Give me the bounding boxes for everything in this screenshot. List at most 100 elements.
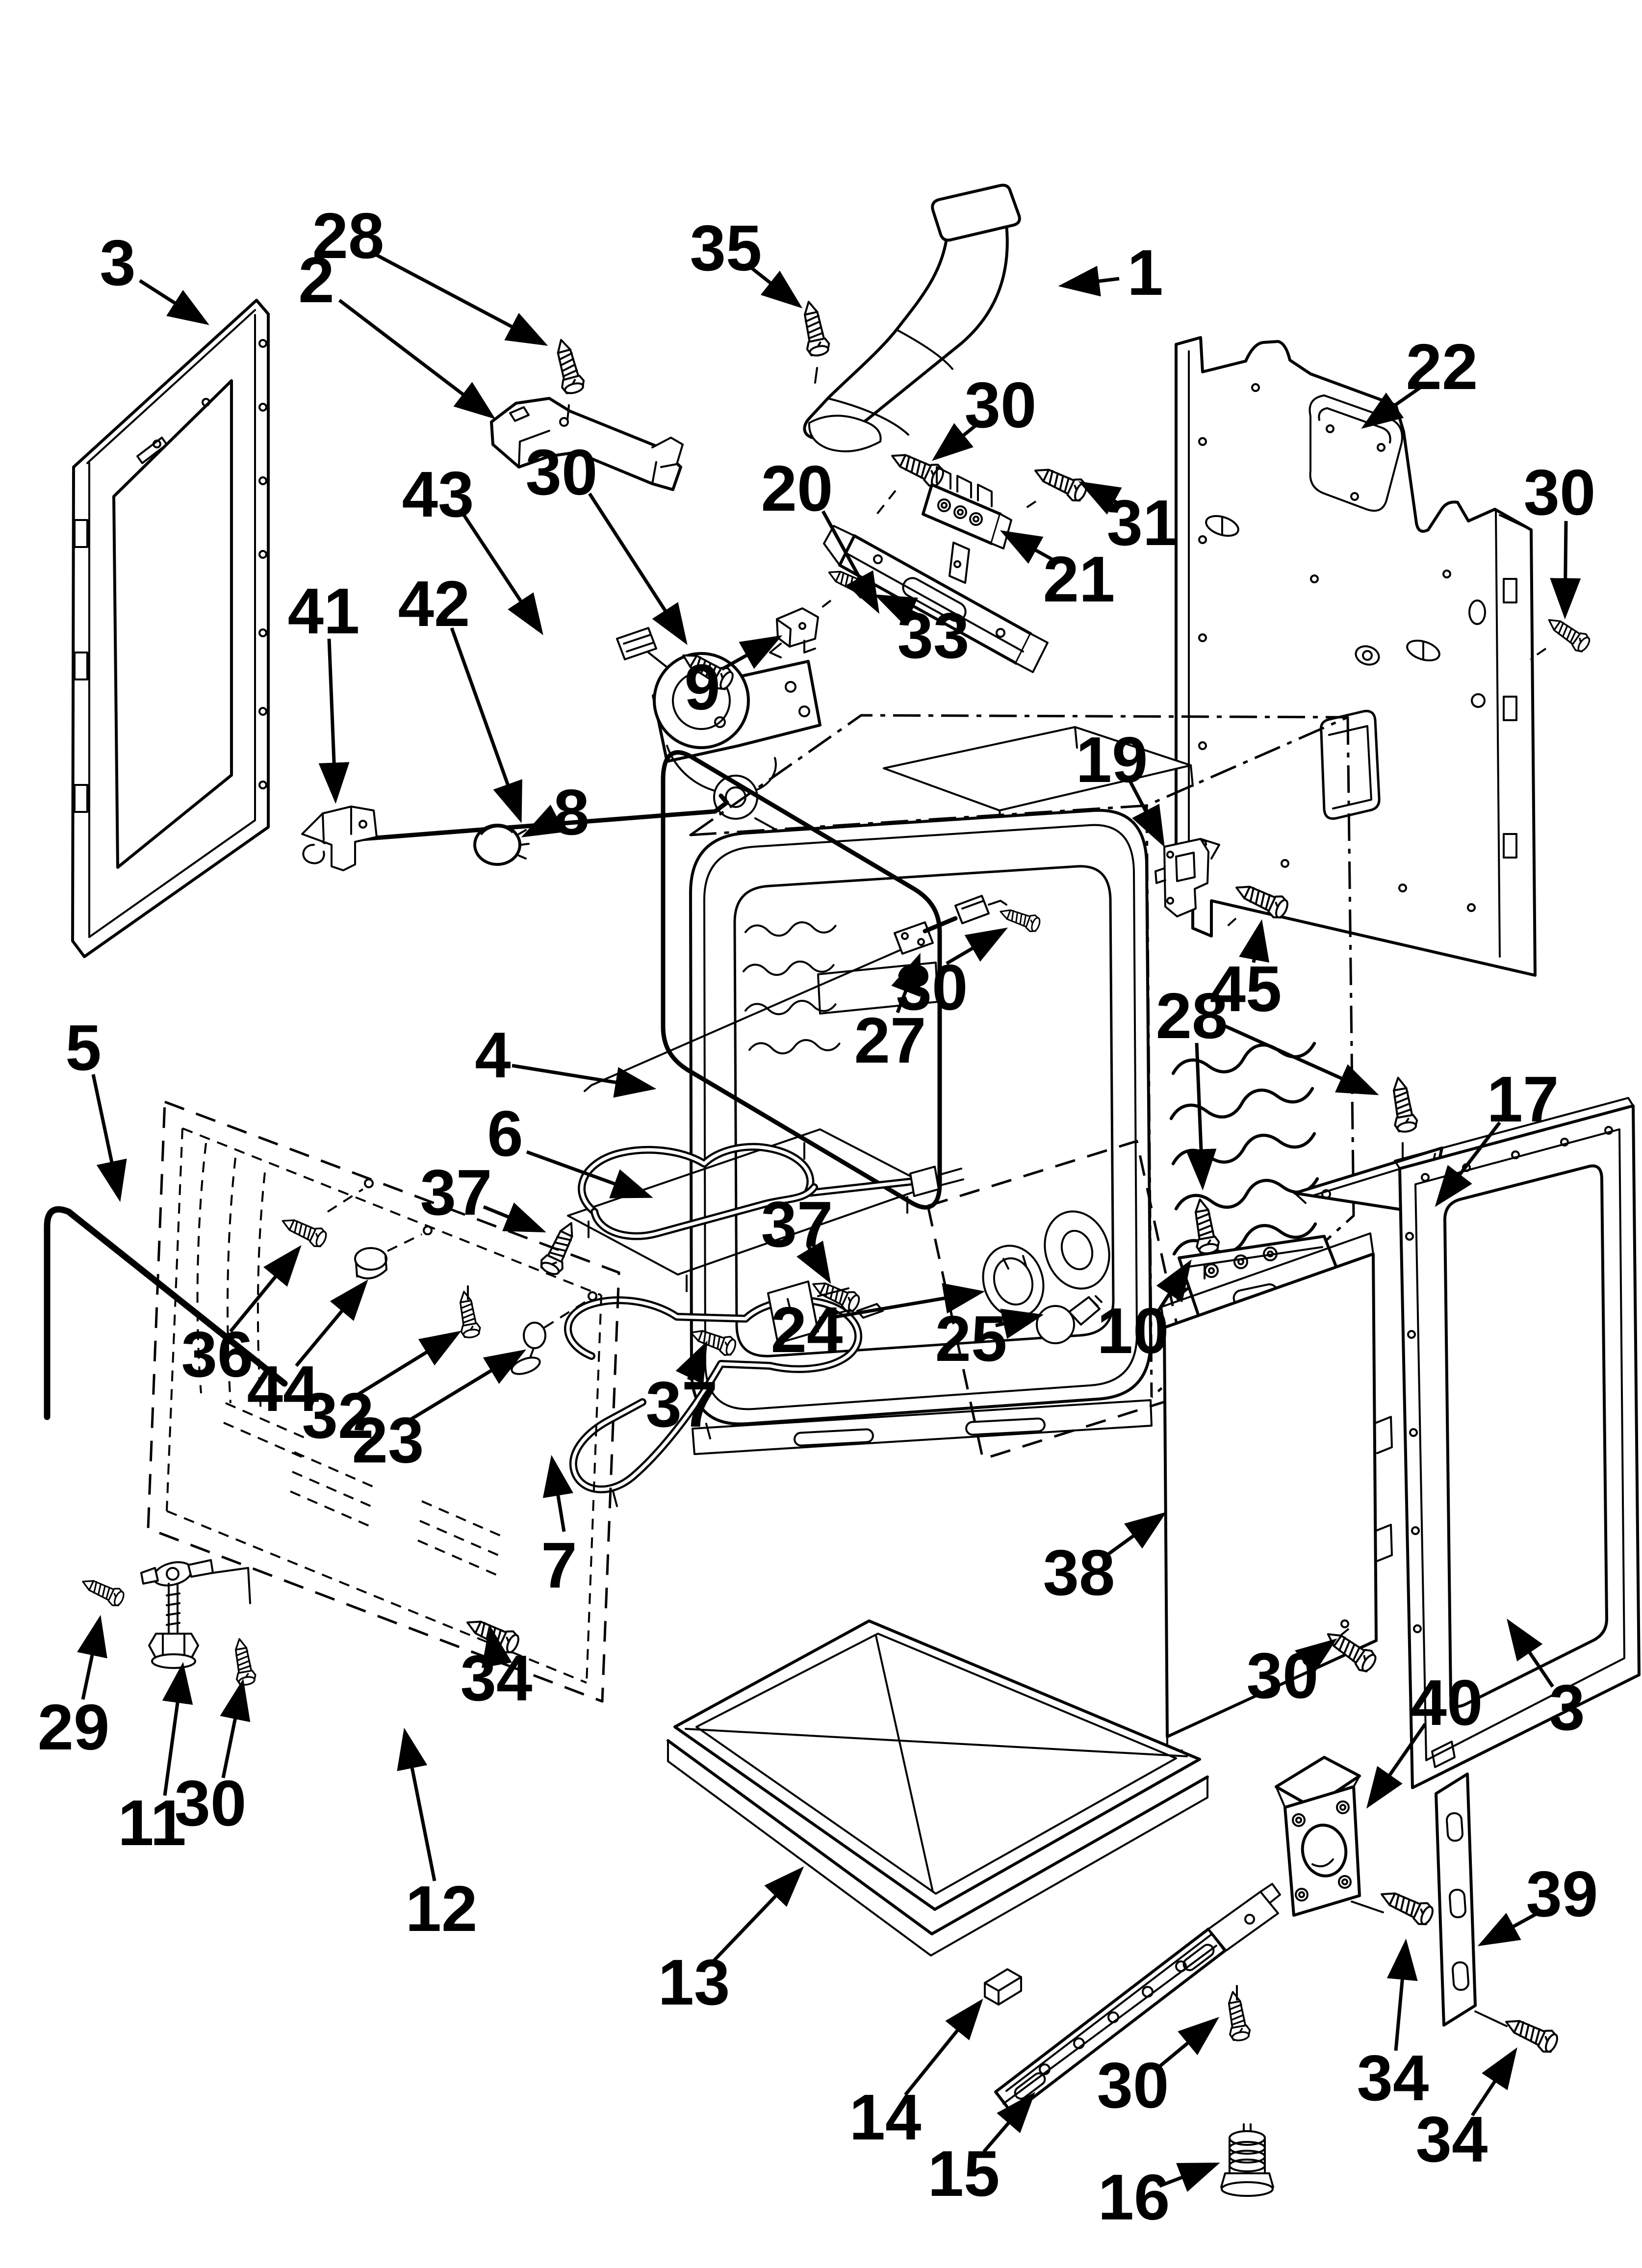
callout-label-3: 3 (1549, 1671, 1585, 1744)
callout-label-8: 8 (553, 776, 589, 848)
top-bracket (490, 397, 684, 491)
leader-arrow-21 (1000, 530, 1058, 564)
callout-label-27: 27 (854, 1004, 926, 1076)
leader-arrow-30 (1295, 1638, 1337, 1675)
leader-arrow-30 (946, 927, 1008, 965)
leader-arrow-45 (1239, 919, 1270, 963)
leader-arrow-42 (450, 627, 522, 823)
callout-label-31: 31 (1107, 487, 1179, 559)
leader-arrow-2 (338, 299, 496, 419)
leader-arrow-16 (1158, 2163, 1220, 2192)
drawer-clip (984, 1968, 1022, 2006)
leader-arrow-19 (1128, 780, 1165, 848)
leader-arrow-33 (874, 594, 922, 626)
leader-arrow-7 (542, 1455, 574, 1532)
leader-arrow-31 (1078, 481, 1123, 515)
callout-label-37: 37 (646, 1368, 718, 1440)
leader-arrow-28 (1185, 1043, 1217, 1191)
callout-label-21: 21 (1043, 543, 1115, 615)
callout-label-3: 3 (100, 227, 135, 299)
leader-arrow-13 (713, 1866, 804, 1962)
hole-plug (473, 824, 530, 866)
leader-arrow-1 (1058, 265, 1120, 297)
leveling-leg (140, 1559, 251, 1669)
leader-arrow-22 (1361, 386, 1422, 429)
leader-arrow-10 (1155, 1259, 1192, 1315)
callout-label-28: 28 (1156, 980, 1228, 1052)
callout-label-14: 14 (849, 2081, 922, 2153)
callout-label-45: 45 (1210, 953, 1282, 1025)
bake-element (567, 1128, 964, 1292)
side-panel-right (1394, 1097, 1641, 1789)
rear-panel (1175, 336, 1547, 977)
leader-arrow-12 (397, 1727, 436, 1881)
leader-arrow-28 (1220, 1022, 1379, 1095)
callout-label-2: 2 (298, 244, 334, 316)
leader-arrow-34 (1386, 1938, 1418, 2051)
leader-arrow-30 (220, 1678, 251, 1778)
leader-arrow-15 (982, 2092, 1035, 2153)
leader-arrow-30 (1550, 521, 1581, 620)
callout-label-29: 29 (38, 1691, 110, 1763)
leader-arrow-28 (376, 253, 548, 346)
leader-arrow-38 (1104, 1512, 1167, 1558)
support-rod (44, 1206, 288, 1420)
callout-label-34: 34 (1416, 2103, 1488, 2175)
insulation-panel (147, 1100, 620, 1703)
panel-holes (153, 339, 267, 789)
callout-label-12: 12 (406, 1873, 478, 1945)
drawer-roller (1220, 2123, 1274, 2197)
callout-label-38: 38 (1043, 1537, 1115, 1609)
leader-arrow-37 (483, 1202, 546, 1232)
leader-arrow-30 (588, 493, 688, 645)
leader-arrow-27 (891, 953, 921, 1014)
light-bulb-icon (1036, 1295, 1103, 1344)
retainer-stud (511, 1322, 546, 1375)
leader-arrow-3 (1507, 1618, 1554, 1688)
latch-keeper (1155, 838, 1220, 917)
callout-label-30: 30 (1524, 456, 1596, 528)
leader-arrow-9 (721, 635, 783, 671)
leader-arrow-34 (1471, 2047, 1517, 2116)
callout-label-42: 42 (398, 568, 470, 640)
callout-label-17: 17 (1487, 1063, 1559, 1135)
leader-arrow-8 (521, 805, 565, 837)
drawer-glide-rail (994, 1883, 1281, 2115)
callout-label-37: 37 (420, 1156, 492, 1228)
leader-arrow-4 (512, 1064, 657, 1098)
leader-arrow-14 (904, 1998, 983, 2096)
callout-label-36: 36 (181, 1318, 254, 1390)
callout-label-22: 22 (1406, 331, 1478, 403)
leader-arrow-37 (796, 1240, 831, 1284)
callout-label-15: 15 (928, 2138, 1000, 2210)
anti-tip-bracket (1275, 1756, 1384, 1917)
leader-arrow-30 (931, 421, 980, 461)
callout-label-32: 32 (302, 1380, 374, 1452)
callout-label-23: 23 (352, 1404, 424, 1476)
callout-label-5: 5 (65, 1012, 101, 1084)
callout-label-34: 34 (461, 1642, 533, 1714)
callout-label-28: 28 (312, 200, 385, 272)
leader-arrow-32 (354, 1330, 462, 1398)
leader-arrow-11 (162, 1662, 193, 1796)
callout-label-40: 40 (1411, 1667, 1483, 1739)
callout-label-39: 39 (1526, 1858, 1598, 1930)
callout-label-13: 13 (658, 1946, 730, 2018)
callout-label-9: 9 (684, 651, 720, 723)
callout-label-30: 30 (175, 1767, 247, 1839)
callout-label-30: 30 (1097, 2049, 1169, 2121)
callout-label-19: 19 (1076, 724, 1148, 796)
leader-arrow-40 (1366, 1723, 1427, 1809)
side-baffle-panel (1160, 1232, 1393, 1758)
leader-arrow-37 (675, 1340, 708, 1384)
callout-label-16: 16 (1098, 2161, 1170, 2233)
callout-label-10: 10 (1097, 1295, 1169, 1367)
callout-label-4: 4 (475, 1019, 511, 1091)
leader-arrow-3 (139, 279, 209, 325)
callout-label-35: 35 (690, 212, 762, 284)
clip (769, 607, 819, 658)
leader-arrow-24 (835, 1283, 985, 1319)
side-panel-left (71, 299, 270, 958)
